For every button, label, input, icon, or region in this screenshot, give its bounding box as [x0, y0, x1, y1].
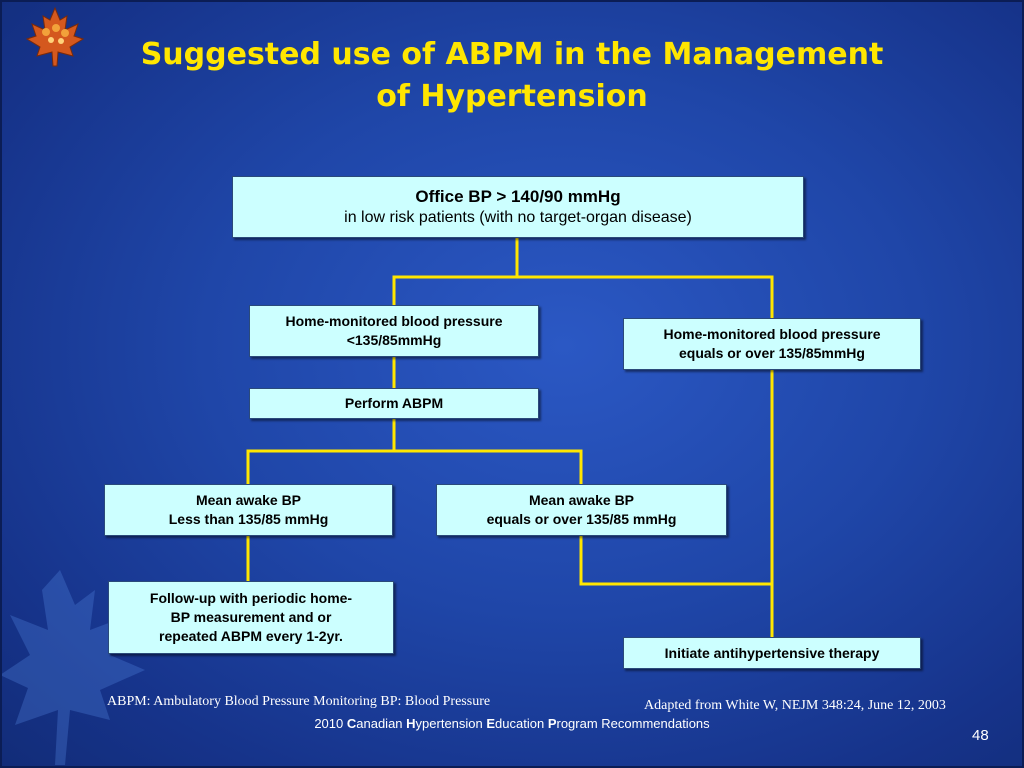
page-number: 48 — [972, 727, 989, 744]
perform-abpm-label: Perform ABPM — [344, 395, 444, 411]
awake-bp-low-line-2: Less than 135/85 mmHg — [168, 511, 329, 527]
page-title: Suggested use of ABPM in the Management … — [40, 34, 984, 118]
home-bp-high-box: Home-monitored blood pressure equals or … — [623, 318, 921, 370]
office-bp-box: Office BP > 140/90 mmHg in low risk pati… — [232, 176, 804, 238]
home-bp-low-line-1: Home-monitored blood pressure — [285, 313, 503, 329]
office-bp-title: Office BP > 140/90 mmHg — [415, 187, 621, 206]
follow-up-line-3: repeated ABPM every 1-2yr. — [159, 628, 343, 644]
maple-leaf-watermark-icon — [0, 570, 145, 765]
title-line-1: Suggested use of ABPM in the Management — [140, 37, 884, 72]
awake-bp-high-line-2: equals or over 135/85 mmHg — [486, 511, 677, 527]
follow-up-line-1: Follow-up with periodic home- — [149, 590, 353, 606]
perform-abpm-box: Perform ABPM — [249, 388, 539, 419]
maple-leaf-logo-icon — [26, 6, 84, 67]
home-bp-high-line-1: Home-monitored blood pressure — [663, 326, 881, 342]
home-bp-low-line-2: <135/85mmHg — [346, 332, 442, 348]
connector-awake-high-down — [579, 534, 774, 586]
initiate-therapy-box: Initiate antihypertensive therapy — [623, 637, 921, 669]
follow-up-line-2: BP measurement and or — [170, 609, 332, 625]
awake-bp-low-line-1: Mean awake BP — [195, 492, 302, 508]
home-bp-low-box: Home-monitored blood pressure <135/85mmH… — [249, 305, 539, 357]
home-bp-high-line-2: equals or over 135/85mmHg — [679, 345, 865, 361]
awake-bp-high-line-1: Mean awake BP — [528, 492, 635, 508]
awake-bp-high-box: Mean awake BP equals or over 135/85 mmHg — [436, 484, 727, 536]
title-line-2: of Hypertension — [376, 79, 648, 114]
office-bp-subtitle: in low risk patients (with no target-org… — [344, 209, 692, 226]
abbreviations-note: ABPM: Ambulatory Blood Pressure Monitori… — [107, 694, 491, 709]
follow-up-box: Follow-up with periodic home- BP measure… — [108, 581, 394, 654]
awake-bp-low-box: Mean awake BP Less than 135/85 mmHg — [104, 484, 393, 536]
source-citation: Adapted from White W, NEJM 348:24, June … — [644, 698, 946, 713]
program-title: 2010 Canadian Hypertension Education Pro… — [314, 716, 710, 731]
initiate-therapy-label: Initiate antihypertensive therapy — [664, 644, 880, 661]
